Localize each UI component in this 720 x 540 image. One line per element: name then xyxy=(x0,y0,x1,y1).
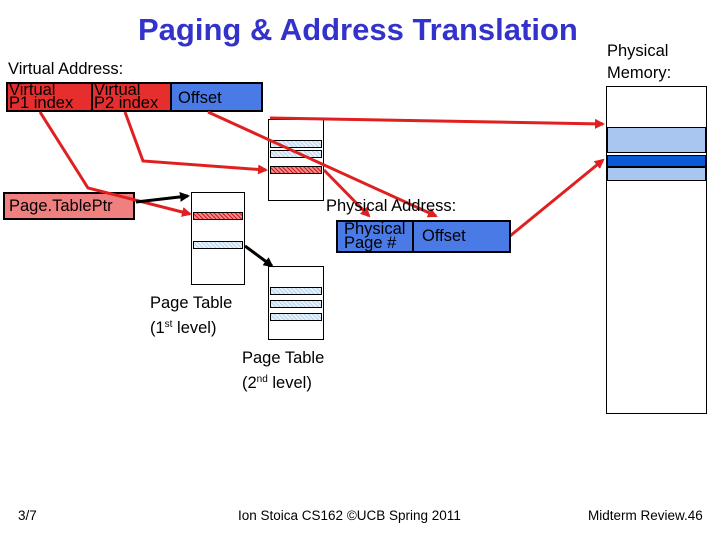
physical-page-field: Physical Page # xyxy=(338,222,412,251)
virtual-address-label: Virtual Address: xyxy=(8,60,124,78)
arrow-offset-to-phys-offset xyxy=(207,110,438,218)
page-table-entry-selected xyxy=(193,212,243,220)
page-table-entry xyxy=(270,313,322,321)
page-table-entry xyxy=(270,287,322,295)
physical-memory-label-line1: Physical xyxy=(607,42,669,60)
offset-field: Offset xyxy=(172,84,261,110)
footer-credit: Ion Stoica CS162 ©UCB Spring 2011 xyxy=(238,508,461,523)
physical-offset-field: Offset xyxy=(414,222,509,251)
physical-memory-label: Physical Memory: xyxy=(607,40,671,84)
page-table-1-line1: Page Table xyxy=(150,294,233,312)
page-table-entry xyxy=(270,300,322,308)
page-table-entry-selected xyxy=(270,166,322,174)
memory-page xyxy=(607,127,706,153)
physical-memory xyxy=(606,86,707,414)
page-title: Paging & Address Translation xyxy=(138,12,578,47)
page-table-1-label: Page Table (1st level) xyxy=(150,292,232,339)
virtual-address: Virtual P1 index Virtual P2 index Offset xyxy=(6,82,263,112)
memory-entry-highlight xyxy=(607,155,706,167)
page-table-1-line2: (1st level) xyxy=(150,319,217,337)
page-table-2-line2: (2nd level) xyxy=(242,374,312,392)
arrow-p1-to-level1 xyxy=(38,111,192,217)
arrow-ptr-to-level1 xyxy=(135,191,190,204)
memory-page xyxy=(607,167,706,181)
page-table-entry xyxy=(270,140,322,148)
arrow-phys-page-to-memory xyxy=(269,116,605,129)
arrow-level1-to-level2 xyxy=(244,244,274,268)
page-table-2-label: Page Table (2nd level) xyxy=(242,347,324,394)
p2-line2: P2 index xyxy=(94,94,159,110)
physical-address: Physical Page # Offset xyxy=(336,220,511,253)
p1-line2: P1 index xyxy=(9,94,74,110)
phys-page-line2: Page # xyxy=(344,234,397,251)
page-table-entry xyxy=(193,241,243,249)
p2-index-field: Virtual P2 index xyxy=(93,84,170,110)
arrow-entry-to-phys-page xyxy=(322,168,371,218)
physical-memory-label-line2: Memory: xyxy=(607,64,672,82)
footer-date: 3/7 xyxy=(18,508,37,523)
p1-index-field: Virtual P1 index xyxy=(8,84,91,110)
page-table-ptr: Page.TablePtr xyxy=(3,192,135,220)
p2-line1: Virtual xyxy=(94,84,141,99)
phys-page-line1: Physical xyxy=(344,222,406,238)
page-table-2-line1: Page Table xyxy=(242,349,325,367)
arrow-offset-to-memory-entry xyxy=(509,158,605,238)
footer-slide-number: Midterm Review.46 xyxy=(588,508,703,523)
p1-line1: Virtual xyxy=(9,84,56,99)
page-table-level-2-b xyxy=(268,266,324,340)
physical-address-label: Physical Address: xyxy=(326,197,457,215)
arrow-p2-to-level2 xyxy=(123,111,268,175)
page-table-level-1 xyxy=(191,192,245,285)
